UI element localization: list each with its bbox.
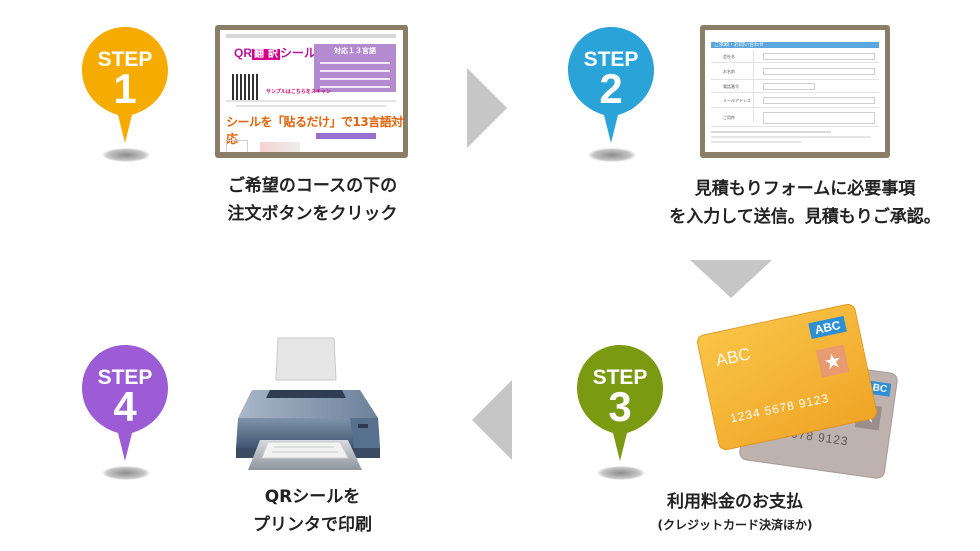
form-row: 電話番号 [711, 80, 879, 93]
pin-shadow [597, 466, 645, 480]
thumb-purple-strip [316, 133, 376, 139]
thumb-sample-text: サンプルはこちらをスキャン [266, 89, 331, 95]
form-header: ご依頼・お問い合わせ [711, 42, 879, 48]
step-label: STEP [583, 48, 639, 71]
form-row: メールアドレス [711, 93, 879, 108]
step-1-pin: STEP 1 [80, 25, 170, 165]
step-3-pin: STEP 3 [575, 343, 665, 483]
step-label: STEP [97, 366, 153, 389]
arrow-right-icon [467, 68, 507, 148]
arrow-left-icon [472, 380, 512, 460]
qr-code-icon [232, 74, 258, 100]
pin-shadow [102, 466, 150, 480]
pin-shadow [588, 148, 636, 162]
form-row: お名前 [711, 63, 879, 80]
step-3-caption: 利用料金のお支払 (クレジットカード決済ほか) [657, 492, 813, 532]
step-2-pin: STEP 2 [566, 25, 656, 165]
pin-marker-icon [82, 345, 168, 461]
step-number: 2 [599, 65, 623, 112]
form-row: 会社名 [711, 50, 879, 63]
thumb-header-bar [226, 34, 396, 38]
step-number: 1 [113, 65, 137, 112]
pin-shadow [102, 148, 150, 162]
pin-marker-icon [577, 345, 663, 461]
step-number: 4 [113, 383, 137, 430]
step-2-caption: 見積もりフォームに必要事項 を入力して送信。見積もりご承認。 [669, 179, 941, 227]
printer-icon [236, 337, 380, 470]
arrow-down-icon [690, 260, 772, 298]
thumb-banner: シールを「貼るだけ」で13言語対応 [226, 115, 403, 146]
step-2-form-thumbnail: ご依頼・お問い合わせ 会社名 お名前 電話番号 メールアドレス ご用件 [700, 25, 890, 158]
pin-marker-icon [82, 27, 168, 143]
form-row: ご用件 [711, 108, 879, 127]
step-number: 3 [608, 383, 632, 430]
step-1-caption: ご希望のコースの下の 注文ボタンをクリック [227, 176, 398, 224]
pin-marker-icon [568, 27, 654, 143]
step-4-caption: QRシールを プリンタで印刷 [253, 487, 372, 535]
thumb-language-panel: 対応１３言語 [314, 44, 396, 92]
step-4-pin: STEP 4 [80, 343, 170, 483]
step-label: STEP [592, 366, 648, 389]
step-label: STEP [97, 48, 153, 71]
